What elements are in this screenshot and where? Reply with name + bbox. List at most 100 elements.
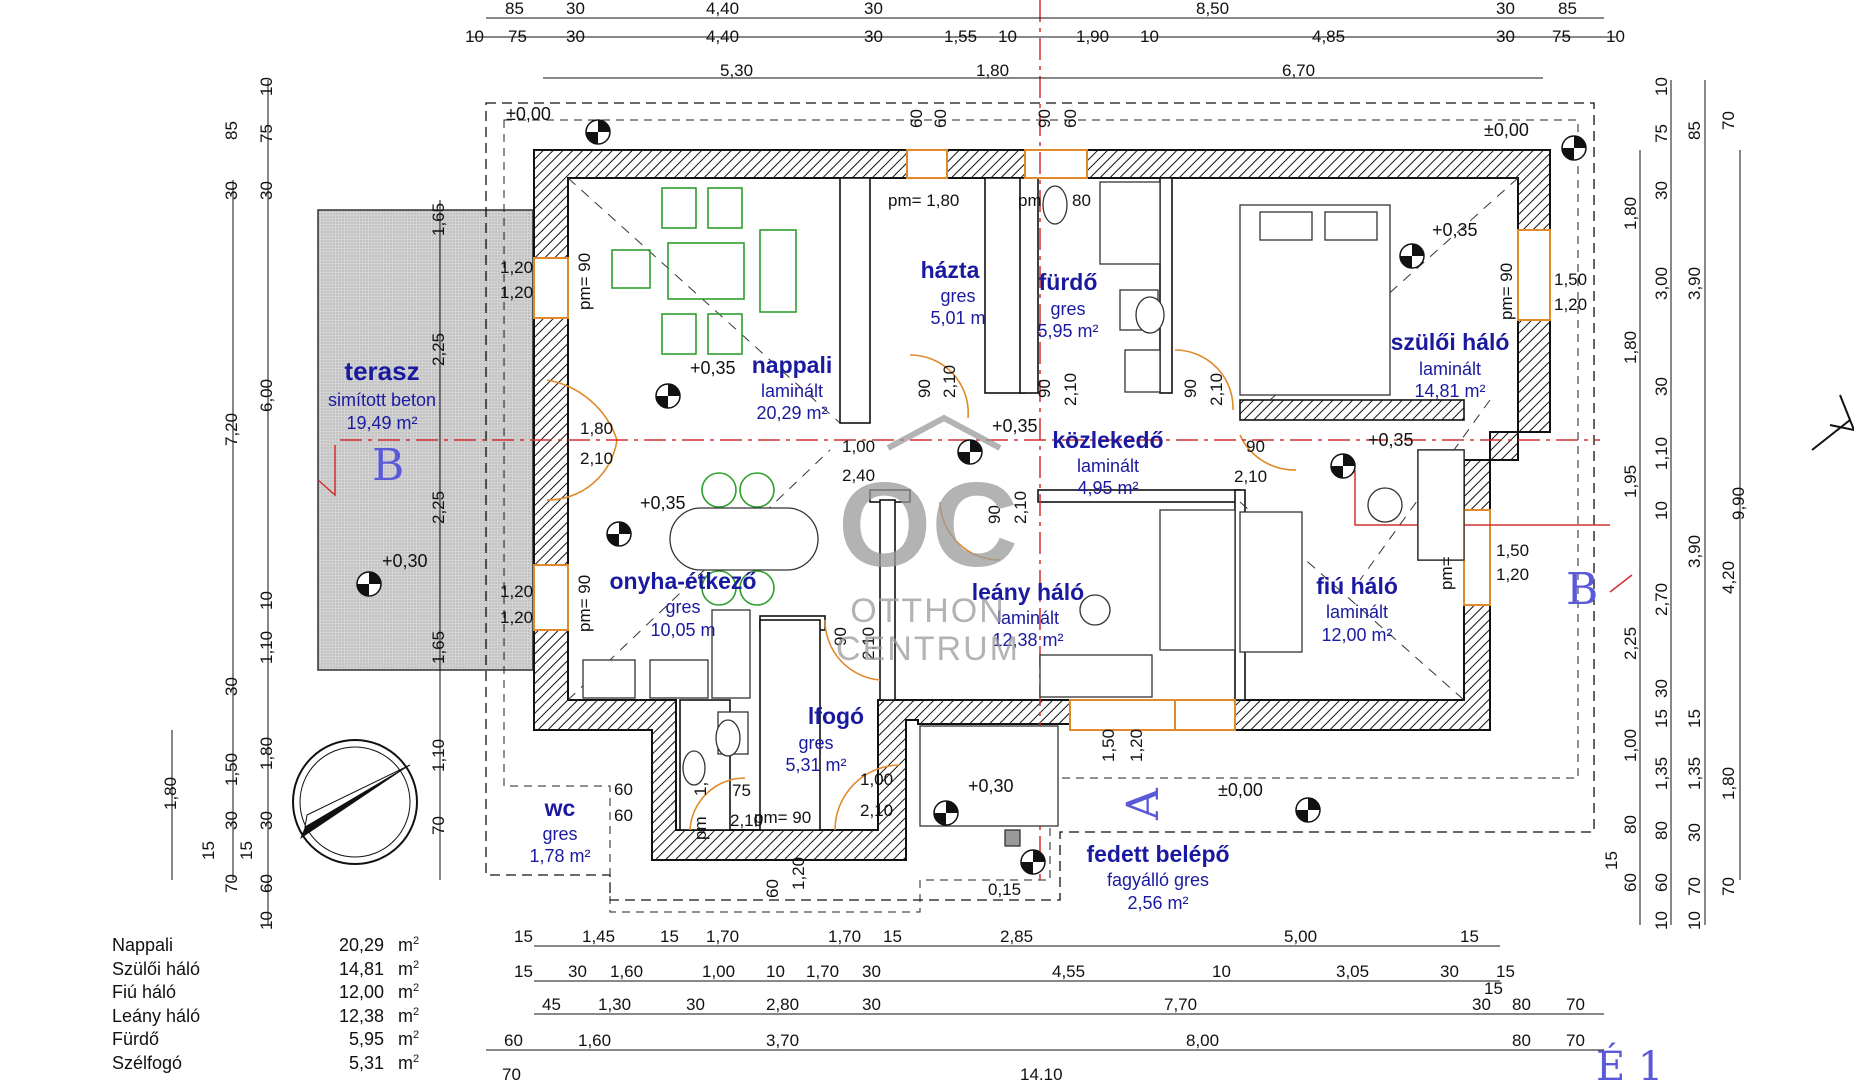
- svg-text:15: 15: [199, 841, 218, 860]
- svg-text:1,35: 1,35: [1685, 757, 1704, 790]
- svg-text:30: 30: [1472, 995, 1491, 1014]
- svg-text:OTTHON: OTTHON: [850, 592, 1006, 630]
- svg-text:onyha-étkező: onyha-étkező: [610, 568, 757, 594]
- door-arcs: [546, 349, 1297, 831]
- svg-text:1,70: 1,70: [706, 927, 739, 946]
- svg-text:±0,00: ±0,00: [1484, 120, 1529, 140]
- svg-text:90: 90: [831, 627, 850, 646]
- svg-text:+0,30: +0,30: [382, 551, 428, 571]
- svg-text:1,80: 1,80: [161, 777, 180, 810]
- svg-text:19,49 m²: 19,49 m²: [346, 413, 417, 433]
- svg-text:80: 80: [1512, 995, 1531, 1014]
- svg-text:70: 70: [1566, 1031, 1585, 1050]
- section-mark-a: A: [1118, 787, 1169, 821]
- svg-text:±0,00: ±0,00: [1218, 780, 1263, 800]
- right-dimension-texts: 10 75 85 70 30 1,80 3,00 3,90 1,80 30 1,…: [1602, 77, 1748, 930]
- svg-text:2,80: 2,80: [766, 995, 799, 1014]
- svg-text:30: 30: [257, 811, 276, 830]
- svg-text:2,10: 2,10: [860, 801, 893, 820]
- svg-text:2,40: 2,40: [842, 466, 875, 485]
- left-dimension-texts: 10 75 85 30 30 1,65 2,25 6,00 7,20 2,25 …: [161, 77, 448, 930]
- svg-text:1,00: 1,00: [842, 437, 875, 456]
- svg-text:8,50: 8,50: [1196, 0, 1229, 18]
- svg-text:10: 10: [1652, 501, 1671, 520]
- svg-text:80: 80: [1652, 821, 1671, 840]
- svg-text:4,95 m²: 4,95 m²: [1077, 478, 1138, 498]
- svg-text:85: 85: [1558, 0, 1577, 18]
- svg-text:5,30: 5,30: [720, 61, 753, 80]
- svg-text:2,25: 2,25: [429, 491, 448, 524]
- svg-text:80: 80: [1512, 1031, 1531, 1050]
- svg-text:15: 15: [1460, 927, 1479, 946]
- svg-text:15: 15: [883, 927, 902, 946]
- svg-text:1,80: 1,80: [257, 737, 276, 770]
- svg-text:90: 90: [915, 379, 934, 398]
- svg-text:12,00 m²: 12,00 m²: [1321, 625, 1392, 645]
- svg-text:pm: pm: [1018, 191, 1042, 210]
- svg-text:4,85: 4,85: [1312, 27, 1345, 46]
- svg-text:70: 70: [1685, 877, 1704, 896]
- svg-text:85: 85: [505, 0, 524, 18]
- svg-text:2,10: 2,10: [940, 365, 959, 398]
- living-furniture: [611, 187, 797, 606]
- svg-text:2,10: 2,10: [730, 811, 763, 830]
- svg-text:15: 15: [1496, 962, 1515, 981]
- svg-text:80: 80: [1072, 191, 1091, 210]
- svg-text:pm= 90: pm= 90: [1497, 263, 1516, 320]
- svg-text:75: 75: [508, 27, 527, 46]
- svg-text:70: 70: [502, 1065, 521, 1080]
- svg-text:1,00: 1,00: [1621, 729, 1640, 762]
- roof-outline: [485, 102, 1595, 901]
- svg-text:3,90: 3,90: [1685, 535, 1704, 568]
- section-marks: B B A: [372, 440, 1598, 821]
- svg-text:pm= 1,80: pm= 1,80: [888, 191, 959, 210]
- svg-text:60: 60: [1061, 109, 1080, 128]
- svg-text:10: 10: [998, 27, 1017, 46]
- svg-text:gres: gres: [940, 286, 975, 306]
- svg-text:+0,30: +0,30: [968, 776, 1014, 796]
- exterior-walls: [533, 149, 1551, 861]
- svg-text:1,95: 1,95: [1621, 465, 1640, 498]
- svg-text:1,80: 1,80: [1621, 197, 1640, 230]
- level-markers: [356, 119, 1587, 875]
- svg-text:1,50: 1,50: [1099, 729, 1118, 762]
- section-mark-b-left: B: [372, 440, 404, 491]
- svg-text:2,25: 2,25: [1621, 627, 1640, 660]
- sheet-label: É 1: [1596, 1043, 1663, 1080]
- svg-text:5,31 m²: 5,31 m²: [785, 755, 846, 775]
- interior-walls: [679, 177, 1465, 831]
- svg-text:70: 70: [222, 874, 241, 893]
- svg-text:1,80: 1,80: [580, 419, 613, 438]
- svg-text:1,10: 1,10: [429, 739, 448, 772]
- svg-text:1,50: 1,50: [1496, 541, 1529, 560]
- svg-text:90: 90: [1035, 109, 1054, 128]
- opening-texts: 1,20 1,20 1,20 1,20 1,80 2,10 1,50 1,20 …: [500, 109, 1587, 899]
- svg-text:7,20: 7,20: [222, 413, 241, 446]
- svg-text:60: 60: [504, 1031, 523, 1050]
- svg-text:30: 30: [1652, 679, 1671, 698]
- svg-text:1,20: 1,20: [789, 857, 808, 890]
- svg-text:1,90: 1,90: [1076, 27, 1109, 46]
- svg-text:CENTRUM: CENTRUM: [836, 630, 1020, 668]
- svg-text:2,10: 2,10: [1011, 491, 1030, 524]
- svg-text:9,90: 9,90: [1729, 487, 1748, 520]
- svg-text:1,00: 1,00: [702, 962, 735, 981]
- fixtures: [582, 181, 1465, 847]
- svg-text:3,05: 3,05: [1336, 962, 1369, 981]
- svg-text:pm= 90: pm= 90: [754, 808, 811, 827]
- svg-text:4,40: 4,40: [706, 27, 739, 46]
- svg-text:15: 15: [1602, 851, 1621, 870]
- svg-text:15: 15: [1652, 709, 1671, 728]
- svg-text:60: 60: [614, 780, 633, 799]
- svg-text:30: 30: [566, 0, 585, 18]
- svg-text:1,: 1,: [691, 782, 710, 796]
- svg-text:45: 45: [542, 995, 561, 1014]
- svg-text:6,00: 6,00: [257, 379, 276, 412]
- svg-text:70: 70: [1566, 995, 1585, 1014]
- dimension-lines: [171, 17, 1741, 1051]
- svg-text:gres: gres: [798, 733, 833, 753]
- svg-text:1,55: 1,55: [944, 27, 977, 46]
- svg-text:10: 10: [257, 77, 276, 96]
